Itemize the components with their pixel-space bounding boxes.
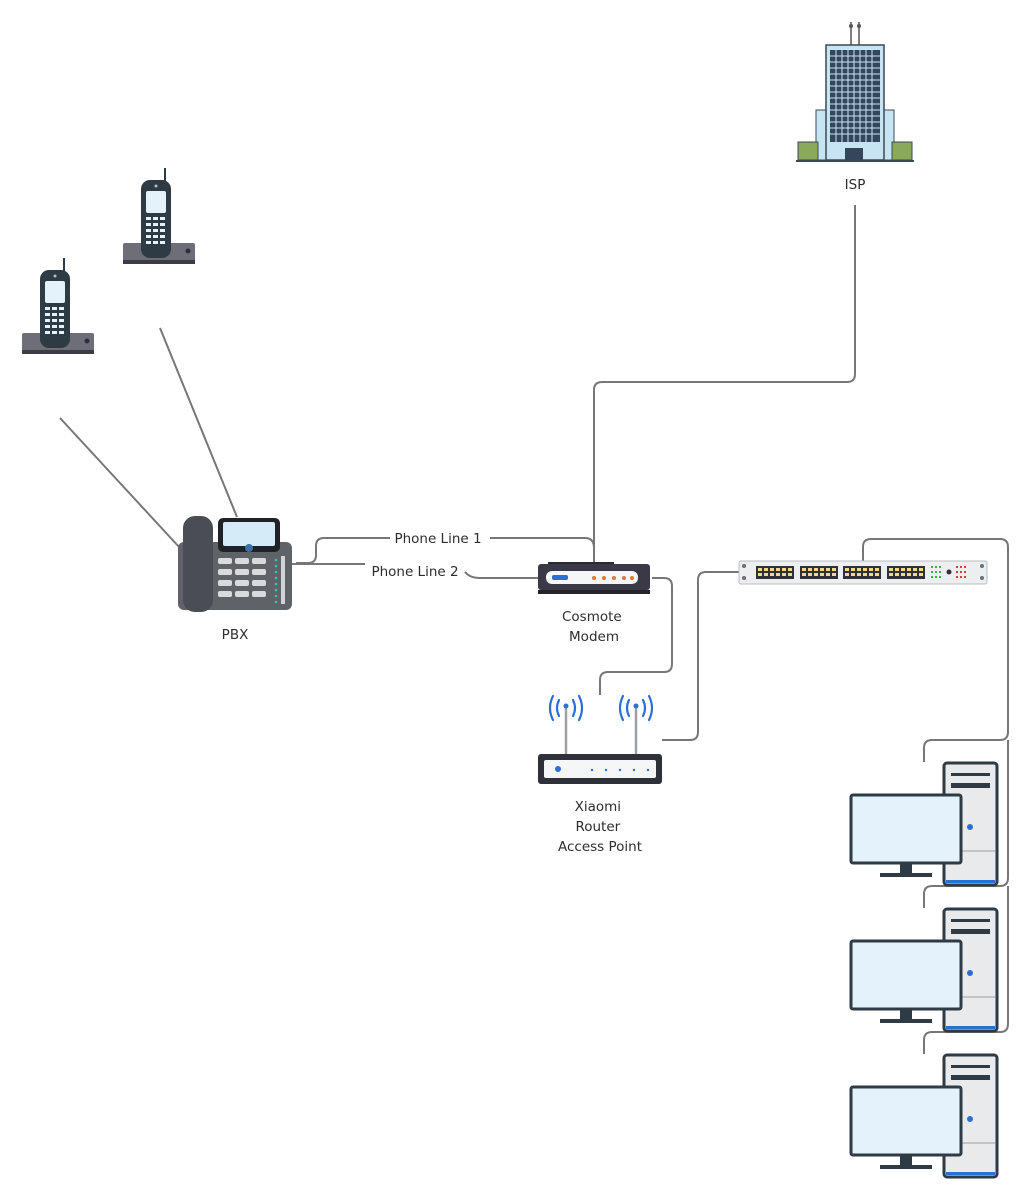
wire-router-switch bbox=[662, 571, 740, 741]
isp-building-icon bbox=[796, 22, 914, 162]
pbx-label: PBX bbox=[222, 627, 249, 643]
workstation-3-icon bbox=[849, 1053, 999, 1179]
cordless-phone-1-icon bbox=[22, 258, 94, 354]
phone-line-2-label: Phone Line 2 bbox=[371, 564, 458, 580]
wire-modem-router bbox=[599, 577, 673, 695]
cordless-phone-2-icon bbox=[123, 168, 195, 264]
switch-ports bbox=[756, 566, 925, 579]
wire-phone-line-1 bbox=[296, 537, 595, 564]
router-label: Xiaomi Router Access Point bbox=[558, 799, 642, 855]
modem-label: Cosmote Modem bbox=[562, 609, 626, 645]
wire-pbx-cordless-1 bbox=[59, 417, 181, 549]
wire-pbx-cordless-2 bbox=[159, 327, 238, 518]
router-icon bbox=[538, 694, 662, 784]
workstation-2-icon bbox=[849, 907, 999, 1033]
isp-label: ISP bbox=[845, 177, 866, 193]
workstation-1-icon bbox=[849, 761, 999, 887]
wire-isp-modem bbox=[593, 205, 856, 562]
pbx-phone-icon bbox=[178, 516, 292, 612]
modem-icon bbox=[538, 562, 650, 594]
wire-switch-workstation-1 bbox=[862, 538, 1009, 762]
wire-phone-line-2 bbox=[290, 563, 540, 579]
switch-icon bbox=[738, 560, 988, 585]
connections bbox=[59, 205, 1009, 1054]
phone-line-1-label: Phone Line 1 bbox=[394, 531, 481, 547]
